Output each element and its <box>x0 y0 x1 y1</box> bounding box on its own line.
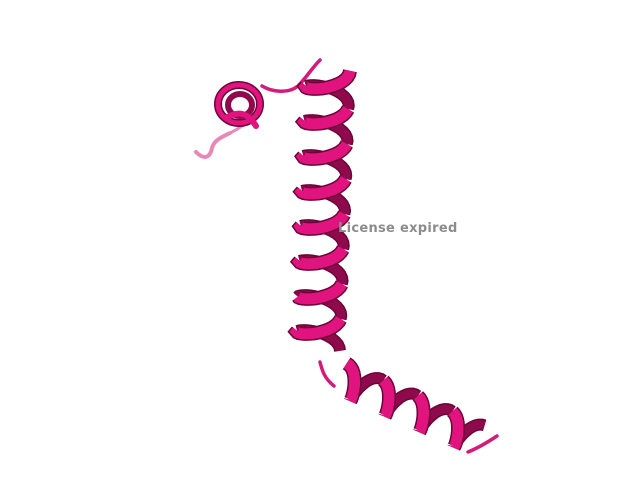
helix-vertical-front-ribbon <box>294 176 351 200</box>
helix-diagonal-front-ribbon <box>343 358 360 404</box>
protein-structure <box>194 58 499 454</box>
helix-top-loop <box>214 81 264 129</box>
helix-vertical-front-ribbon <box>296 106 353 130</box>
helix-vertical-front-ribbon <box>289 316 346 340</box>
helix-vertical-front-ribbon <box>298 69 356 95</box>
helix-top-ribbon-tail <box>223 110 259 129</box>
helix-diagonal-front-ribbon <box>413 392 429 435</box>
helix-diagonal-front-ribbon <box>379 376 395 419</box>
helix-diagonal <box>342 357 487 451</box>
coil-c-terminus <box>466 434 499 454</box>
helix-vertical-front-ribbon <box>291 246 348 270</box>
helix-vertical-front-ribbon <box>293 281 347 305</box>
helix-vertical-front-ribbon <box>295 141 352 165</box>
helix-top-ring-outer <box>215 82 263 126</box>
helix-diagonal-front-ribbon <box>448 407 464 450</box>
coil-n-terminus <box>194 131 232 159</box>
coil-middle-link <box>318 360 336 388</box>
helix-vertical-front-ribbon <box>293 211 350 235</box>
license-watermark: License expired <box>338 221 458 236</box>
helix-vertical <box>287 69 357 352</box>
